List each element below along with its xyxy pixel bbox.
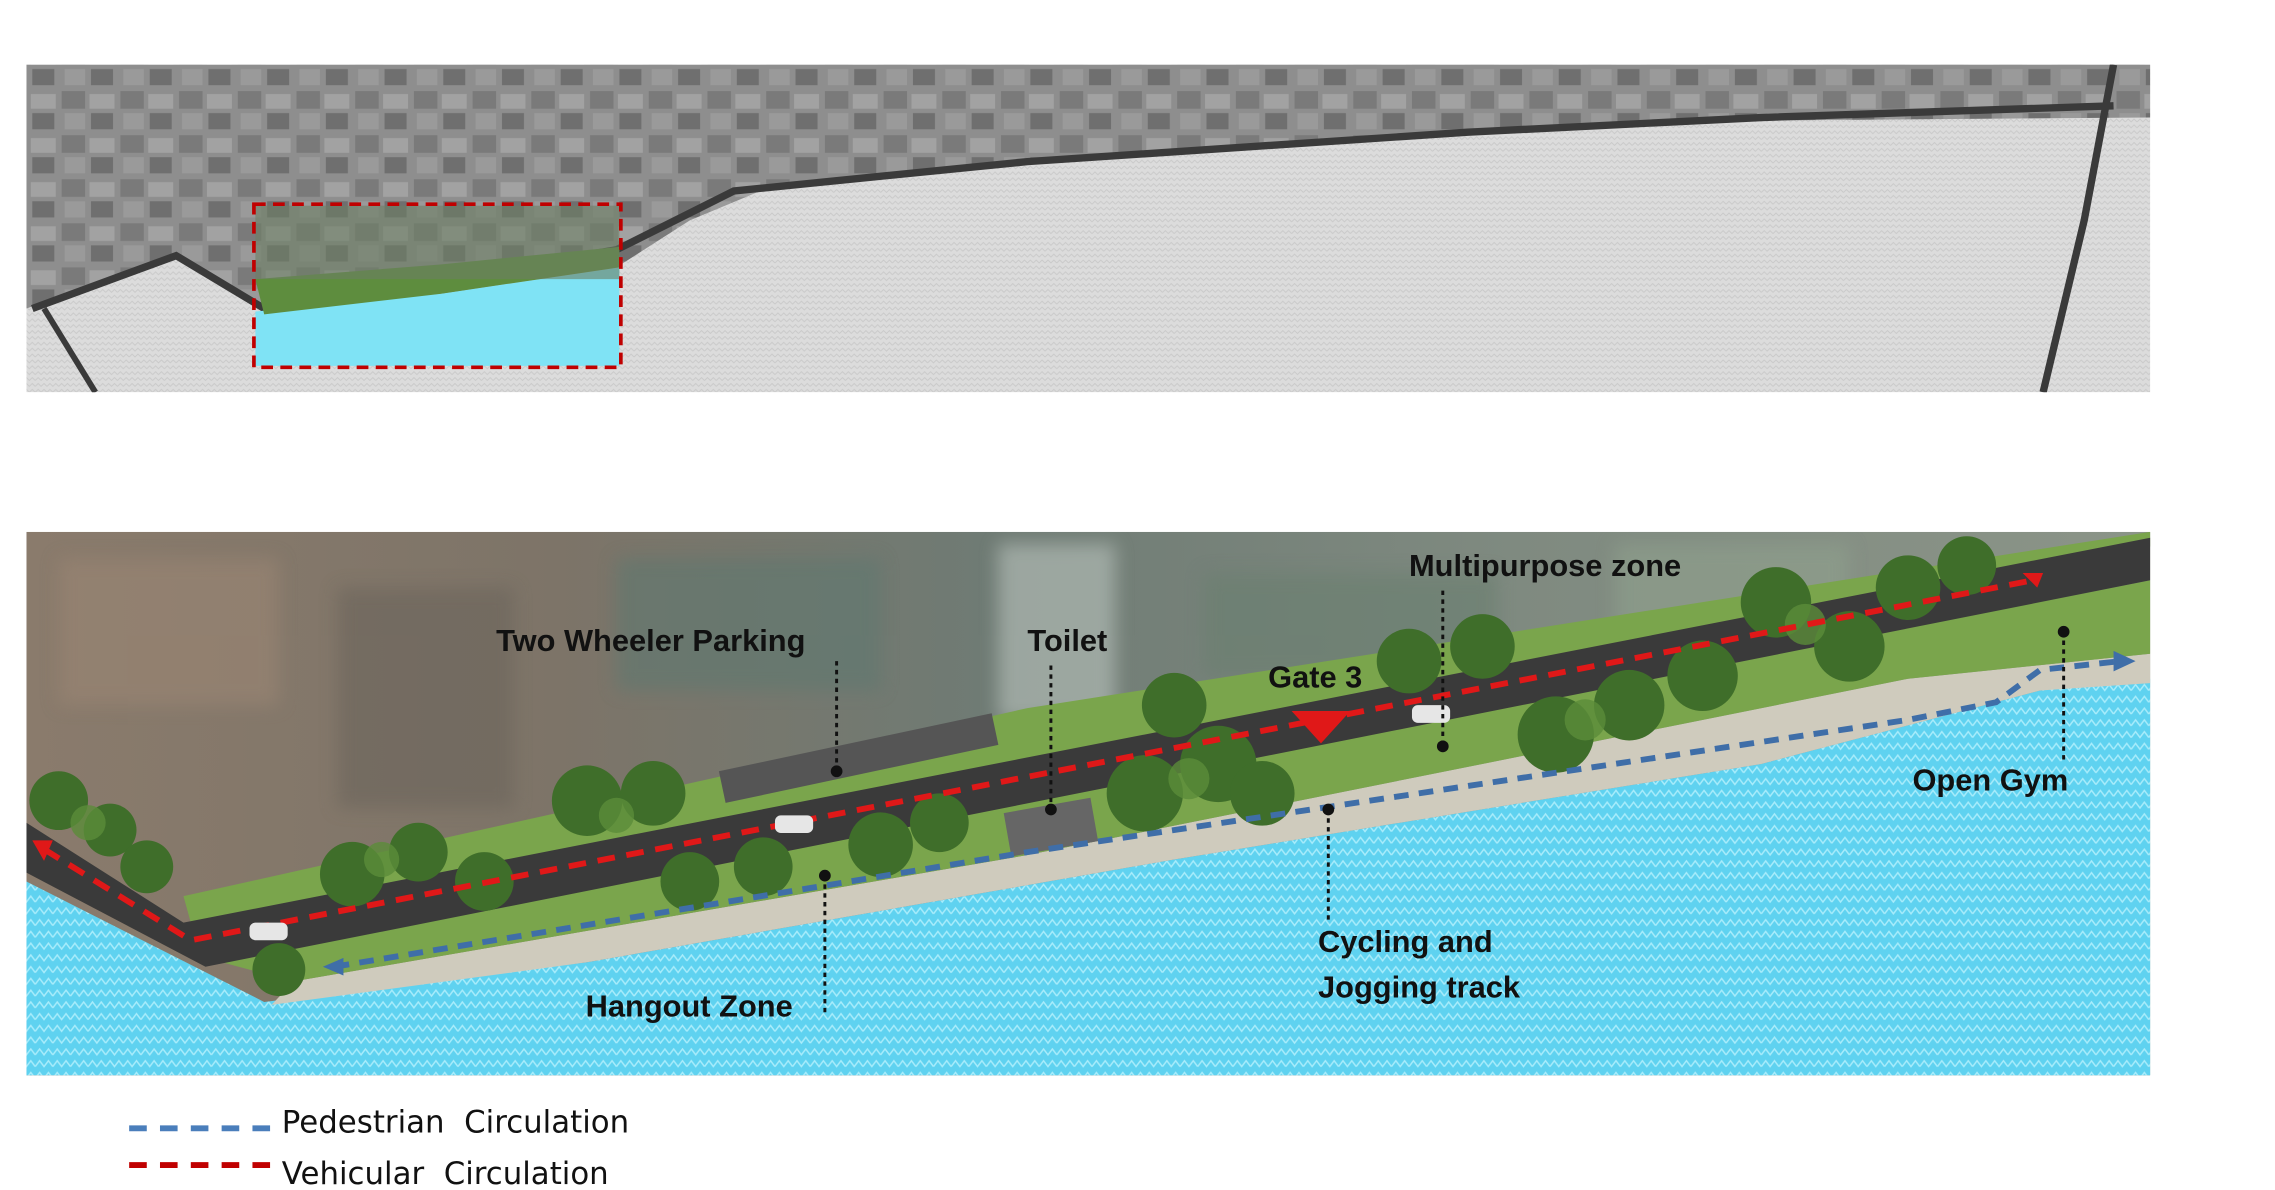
legend-label: Pedestrian Circulation	[282, 1105, 629, 1141]
label-text: Two Wheeler Parking	[496, 623, 805, 658]
pedestrian-circulation-route	[334, 658, 2122, 970]
label-two-wheeler-parking: Two Wheeler Parking	[496, 623, 843, 778]
pedestrian-arrow-left	[322, 957, 344, 976]
overview-map	[26, 64, 2151, 393]
detail-map: Two Wheeler Parking Toilet Gate 3 Multip…	[26, 531, 2151, 1076]
overview-highway	[2039, 64, 2118, 393]
label-text: Hangout Zone	[586, 989, 793, 1024]
legend-item-pedestrian: Pedestrian Circulation	[129, 1105, 629, 1141]
label-open-gym: Open Gym	[1912, 625, 2070, 797]
label-text: Cycling and	[1318, 924, 1493, 959]
overview-highlight-box	[252, 202, 623, 370]
road	[26, 537, 2151, 967]
vehicular-circulation-route	[42, 577, 2034, 944]
overview-highlight-water	[255, 267, 620, 366]
legend: Pedestrian Circulation Vehicular Circula…	[129, 1105, 629, 1190]
pedestrian-arrow-right	[2113, 650, 2136, 672]
vehicular-arrow-right	[2022, 572, 2044, 588]
overview-road	[31, 102, 2114, 313]
label-toilet: Toilet	[1027, 623, 1107, 816]
promenade	[271, 653, 2151, 1005]
vehicular-arrow-left	[32, 840, 53, 861]
label-cycling-jogging-track: Cycling and Jogging track	[1318, 803, 1521, 1005]
toilet-block	[1003, 797, 1099, 857]
legend-label: Vehicular Circulation	[282, 1156, 609, 1190]
label-text: Jogging track	[1318, 970, 1521, 1005]
label-gate-3: Gate 3	[1268, 660, 1362, 695]
two-wheeler-parking-area	[718, 713, 999, 803]
legend-item-vehicular: Vehicular Circulation	[129, 1156, 609, 1190]
gate-3-marker	[1291, 711, 1351, 744]
label-hangout-zone: Hangout Zone	[586, 869, 831, 1024]
label-text: Toilet	[1027, 623, 1107, 658]
cars	[249, 705, 1451, 941]
label-text: Open Gym	[1912, 762, 2068, 797]
water	[26, 678, 2151, 1076]
label-text: Multipurpose zone	[1409, 548, 1681, 583]
label-multipurpose-zone: Multipurpose zone	[1409, 548, 1681, 753]
